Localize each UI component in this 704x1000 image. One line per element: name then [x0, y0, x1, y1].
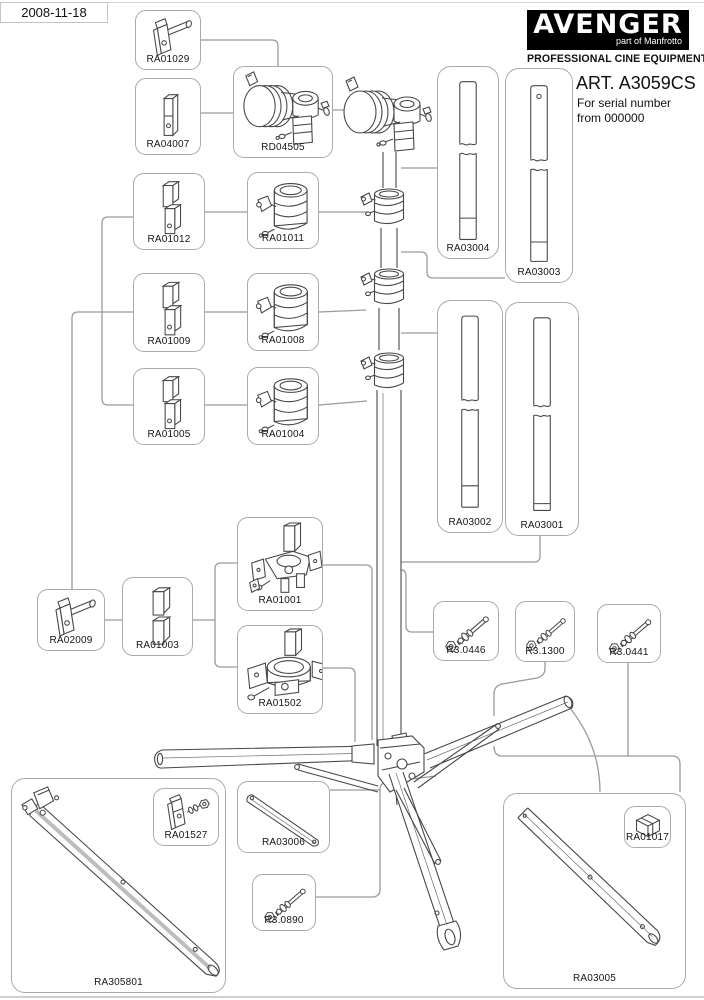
part-box-ra01011: RA01011: [247, 172, 319, 249]
part-label: RA03005: [572, 973, 617, 984]
part-label: RA01012: [147, 234, 191, 245]
part-label: R3.0446: [446, 645, 486, 656]
part-box-ra01012: RA01012: [133, 173, 205, 250]
part-box-ra03003: RA03003: [505, 68, 573, 283]
connector-lines: [71, 39, 681, 898]
part-box-ra01004: RA01004: [247, 367, 319, 445]
part-label: RA305801: [94, 977, 143, 988]
part-box-ra02009: RA02009: [37, 589, 105, 651]
brand-tagline: PROFESSIONAL CINE EQUIPMENT: [527, 53, 704, 65]
part-box-ra03002: RA03002: [437, 300, 503, 533]
part-label: RA03004: [446, 243, 490, 254]
part-label: R3.1300: [525, 646, 565, 657]
part-label: RA01008: [261, 335, 305, 346]
serial-note-line1: For serial number: [577, 96, 672, 110]
part-label: RA03003: [517, 267, 561, 278]
brand-name: AVENGER: [533, 9, 683, 40]
part-label: RA01527: [164, 830, 208, 841]
stand-illustration: [154, 76, 574, 951]
part-label: RA01009: [147, 336, 191, 347]
part-illustration-ra01502: [247, 628, 322, 701]
part-box-ra01502: RA01502: [237, 625, 323, 714]
part-box-ra01005: RA01005: [133, 368, 205, 445]
part-label: RA03002: [448, 517, 492, 528]
part-illustration-ra305801: [21, 786, 220, 977]
part-illustration-ra03006: [246, 794, 319, 847]
part-label: RA01502: [258, 698, 302, 709]
serial-note-line2: from 000000: [577, 111, 645, 125]
part-box-r30446: R3.0446: [433, 601, 499, 661]
part-box-ra01008: RA01008: [247, 273, 319, 351]
part-label: R3.0890: [264, 915, 304, 926]
article-number: ART. A3059CS: [576, 73, 696, 93]
brand-subtitle: part of Manfrotto: [615, 36, 682, 46]
part-label: RA01029: [146, 54, 190, 65]
date-box: 2008-11-18: [0, 2, 108, 23]
sheet-top-border: [0, 2, 704, 3]
part-box-r30890: R3.0890: [252, 874, 316, 931]
part-illustration-ra01001: [249, 522, 322, 594]
part-label: R3.0441: [609, 647, 649, 658]
part-box-ra01003: RA01003: [122, 577, 193, 656]
part-illustration-ra01003: [151, 586, 172, 645]
part-label: RA01017: [625, 832, 670, 843]
part-box-rd04505: RD04505: [233, 66, 333, 158]
part-box-ra03004: RA03004: [437, 66, 499, 259]
part-illustration-ra04007: [162, 93, 180, 137]
part-illustration-ra01017: [635, 814, 661, 838]
part-illustration-ra01527: [167, 794, 210, 831]
part-illustration-ra03002: [460, 315, 480, 508]
part-box-ra01017: RA01017: [624, 806, 671, 848]
part-box-ra03001: RA03001: [505, 302, 579, 536]
part-box-ra03006: RA03006: [237, 781, 330, 853]
part-label: RA04007: [146, 139, 190, 150]
part-box-r31300: R3.1300: [515, 601, 575, 662]
part-label: RD04505: [261, 142, 305, 153]
part-box-ra01029: RA01029: [135, 10, 201, 70]
part-label: RA01003: [135, 640, 180, 651]
part-label: RA01011: [261, 233, 305, 244]
part-box-r30441: R3.0441: [597, 604, 661, 663]
part-illustration-ra03001: [532, 317, 552, 511]
part-label: RA02009: [49, 635, 93, 646]
part-box-ra01009: RA01009: [133, 273, 205, 352]
part-label: RA01001: [258, 595, 302, 606]
part-label: RA01004: [261, 429, 305, 440]
part-box-ra04007: RA04007: [135, 78, 201, 155]
sheet-bottom-border: [0, 996, 704, 998]
avenger-logo: AVENGER part of Manfrotto: [527, 10, 689, 50]
part-box-ra01001: RA01001: [237, 517, 323, 611]
part-illustration-ra03003: [529, 85, 549, 262]
date-text: 2008-11-18: [21, 5, 87, 20]
part-box-ra01527: RA01527: [153, 788, 219, 846]
part-label: RA01005: [147, 429, 191, 440]
part-illustration-ra03005: [517, 807, 661, 947]
part-label: RA03006: [261, 837, 306, 848]
part-illustration-ra03004: [458, 81, 478, 240]
part-label: RA03001: [520, 520, 564, 531]
